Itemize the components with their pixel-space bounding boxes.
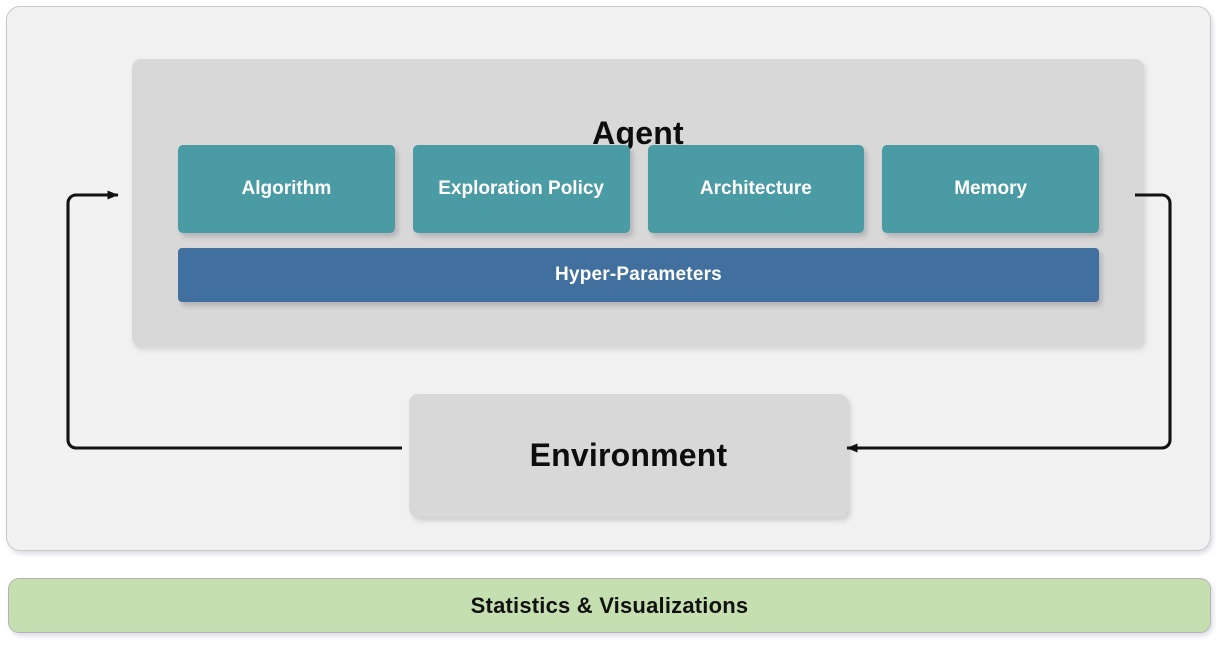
environment-container[interactable]: Environment — [409, 394, 848, 517]
statistics-visualizations-bar[interactable]: Statistics & Visualizations — [8, 578, 1211, 633]
component-label-memory: Memory — [954, 177, 1028, 199]
component-box-memory[interactable]: Memory — [882, 145, 1099, 233]
component-box-algorithm[interactable]: Algorithm — [178, 145, 395, 233]
statistics-visualizations-label: Statistics & Visualizations — [470, 592, 749, 618]
agent-components-row: Algorithm Exploration Policy Architectur… — [178, 145, 1099, 233]
component-label-exploration-policy: Exploration Policy — [438, 177, 604, 199]
component-label-algorithm: Algorithm — [241, 177, 332, 199]
agent-title: Agent — [592, 115, 684, 151]
agent-container: Agent Algorithm Exploration Policy Archi… — [132, 59, 1144, 347]
agent-environment-panel: Agent Algorithm Exploration Policy Archi… — [6, 6, 1211, 551]
hyper-parameters-label: Hyper-Parameters — [555, 264, 722, 285]
hyper-parameters-bar[interactable]: Hyper-Parameters — [178, 248, 1099, 302]
component-box-architecture[interactable]: Architecture — [647, 145, 865, 233]
component-label-architecture: Architecture — [699, 177, 812, 199]
environment-label: Environment — [529, 437, 728, 473]
component-box-exploration-policy[interactable]: Exploration Policy — [412, 145, 630, 233]
